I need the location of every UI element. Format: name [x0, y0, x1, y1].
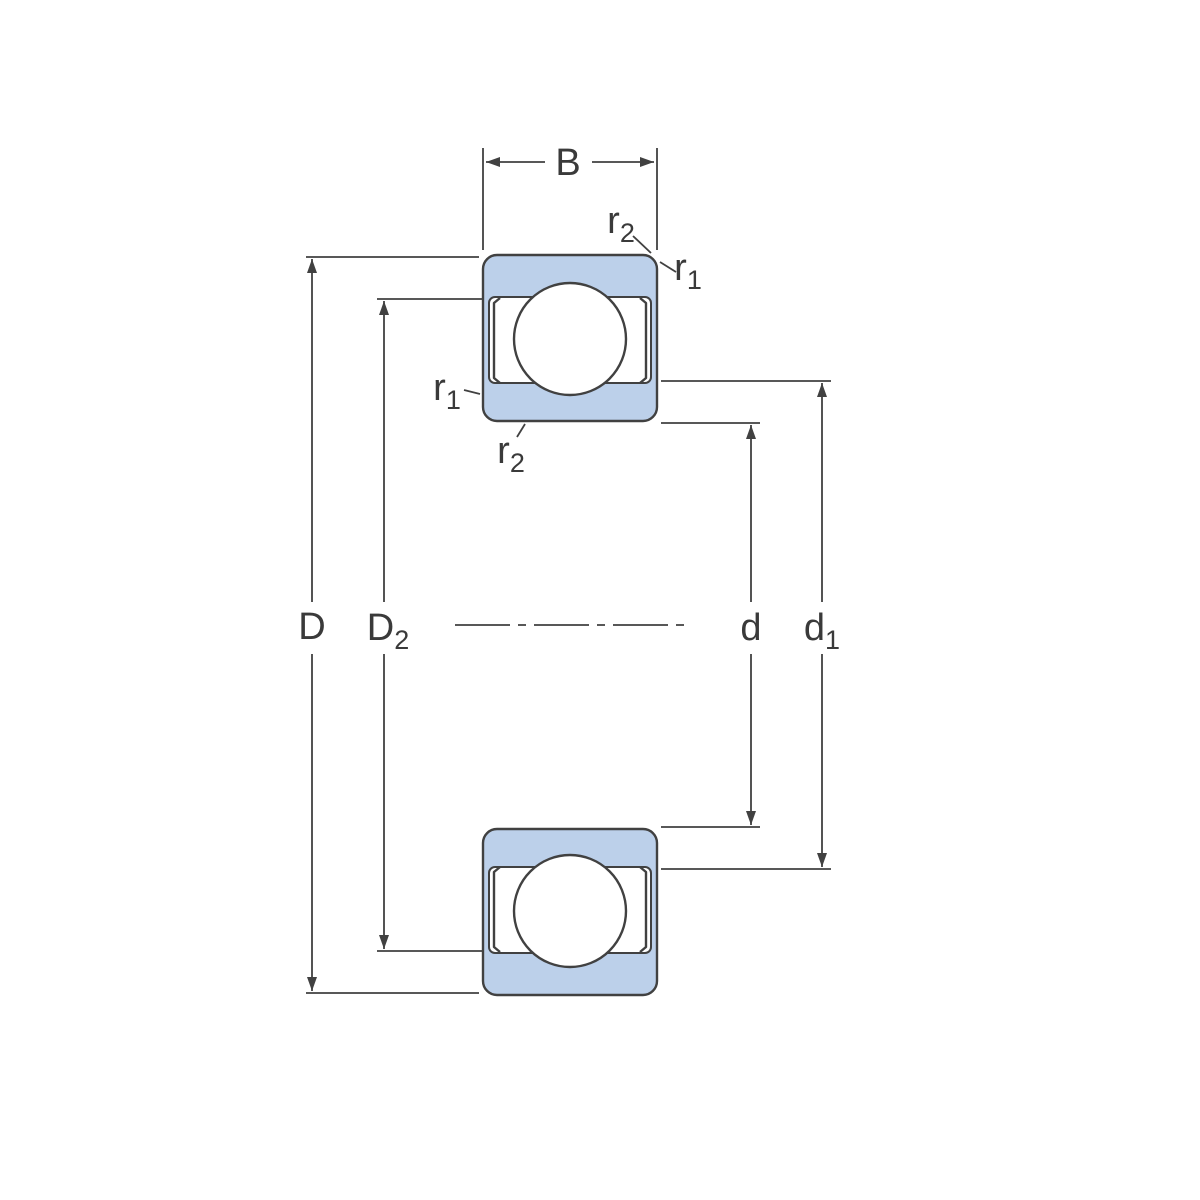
dim-base: D — [298, 606, 326, 648]
top-left-shield — [492, 297, 501, 384]
dim-base: d — [740, 607, 762, 649]
dimension-label-d: d — [740, 609, 761, 647]
dim-base: r — [433, 367, 446, 409]
dim-base: r — [497, 430, 510, 472]
dimension-label-B: B — [555, 144, 580, 182]
dimension-label-r1-inner: r1 — [433, 367, 461, 414]
dim-sub: 2 — [394, 625, 410, 655]
dim-base: D — [366, 607, 395, 649]
dim-sub: 1 — [825, 625, 841, 655]
dim-sub: 2 — [509, 448, 525, 478]
bearing-bottom-half-section — [481, 827, 659, 997]
dim-base: d — [803, 607, 826, 649]
dim-sub: 2 — [619, 218, 635, 248]
dimension-label-d1: d1 — [803, 607, 840, 654]
extension-lines — [306, 148, 831, 994]
dimension-label-D2: D2 — [366, 607, 409, 654]
dim-base: r — [607, 200, 620, 242]
top-right-shield — [639, 297, 648, 384]
dim-base: r — [674, 247, 687, 289]
bearing-top-half-section — [481, 253, 659, 423]
dim-sub: 1 — [686, 265, 702, 295]
dimension-label-D: D — [298, 608, 325, 646]
bottom-left-shield — [492, 866, 501, 953]
bottom-right-shield — [639, 866, 648, 953]
leader-lines — [463, 235, 677, 438]
dimension-label-r2-outer: r2 — [607, 200, 635, 247]
dimension-label-r1-outer: r1 — [674, 247, 702, 294]
dimension-label-r2-inner: r2 — [497, 430, 525, 477]
dim-base: B — [555, 142, 581, 184]
bottom-ball — [512, 853, 628, 969]
top-ball — [512, 281, 628, 397]
dim-sub: 1 — [445, 385, 461, 415]
